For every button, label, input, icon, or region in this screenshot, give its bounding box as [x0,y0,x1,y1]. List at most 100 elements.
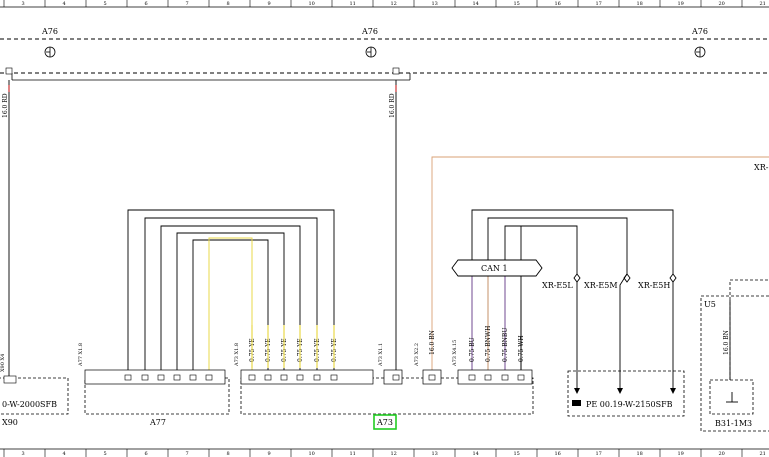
x90-component: 0-W-2000SFB X90 X90 X4 [0,354,69,427]
ruler-number: 19 [678,451,684,457]
x90-label: X90 [2,418,18,427]
ruler-number: 10 [309,451,315,457]
connector-pin [264,374,272,381]
ruler-number: 14 [473,451,479,457]
a77-a73-loops [127,209,335,370]
a77-component: A77 A77 X1.8 [78,343,230,427]
xr-e5h-label: XR-E5H [638,281,670,290]
ruler-number: 16 [555,1,561,7]
ruler-number: 9 [268,1,271,7]
ruler-number: 16 [555,451,561,457]
wire-can-label: 0.75 BU [469,337,476,362]
x90-ref-label: 0-W-2000SFB [2,400,57,409]
connector-pin [141,374,149,381]
a76-label-3: A76 [691,27,708,36]
ground-icon [726,392,738,403]
ruler-number: 21 [760,1,766,7]
a73-x18-label: A73 X1.8 [234,343,240,367]
connector-pin [280,374,288,381]
pe-reference-box: PE 00.19-W-2150SFB [567,370,685,417]
a77-connector-label: A77 X1.8 [78,343,84,367]
x90-connector-label: X90 X4 [0,354,6,372]
connector-pin [517,374,525,381]
u5-component: U5 16.0 BN B31-1M3 [700,279,769,432]
connector-pin [124,374,132,381]
ruler-number: 9 [268,451,271,457]
orange-wire: XR- 16.0 BN [429,156,769,370]
ruler-number: 15 [514,451,520,457]
pe-reference-label: PE 00.19-W-2150SFB [586,400,673,409]
ruler-number: 5 [104,451,107,457]
ruler-number: 4 [63,1,66,7]
connector-pin [248,374,256,381]
wire-a76-left-label: 16.0 RD [2,93,9,118]
connector-pin [392,374,400,381]
a76-bus: A76 A76 A76 [0,27,769,81]
connector-pin [313,374,321,381]
a76-feed-wires: 16.0 RD 16.0 RD [2,80,397,380]
a77-a73-yellow-loop [208,237,253,370]
connector-pin [428,374,436,381]
connector-pin [330,374,338,381]
ruler-number: 20 [719,1,725,7]
book-icon [572,400,581,406]
ruler-number: 12 [391,451,397,457]
xr-e5l-label: XR-E5L [542,281,573,290]
u5-label: U5 [704,300,716,309]
ruler-number: 3 [22,1,25,7]
connector-pin [501,374,509,381]
ruler-number: 6 [145,451,148,457]
ruler-number: 6 [145,1,148,7]
connector-pin [173,374,181,381]
wire-x22-label: 16.0 BN [429,330,436,355]
a73-x22-label: A73 X2.2 [414,343,420,367]
ruler-number: 5 [104,1,107,7]
a76-label-2: A76 [361,27,378,36]
a73-x11-label: A73 X1.1 [378,343,384,367]
ruler-number: 4 [63,451,66,457]
wire-can-label: 0.75 BNBU [502,328,509,362]
b31-label: B31-1M3 [715,419,752,428]
a76-symbol-icon [44,46,706,58]
wire-u5-label: 16.0 BN [723,330,730,355]
connector-pin [189,374,197,381]
xr-right-label: XR- [754,163,769,172]
ruler-number: 8 [227,1,230,7]
connector-pin [484,374,492,381]
a73-x415-label: A73 X4.15 [452,340,458,367]
ruler-number: 13 [432,1,438,7]
ruler-number: 19 [678,1,684,7]
ruler-number: 10 [309,1,315,7]
ruler-number: 15 [514,1,520,7]
ruler-number: 18 [637,1,643,7]
a73-component: A73 A73 X1.8 A73 X1.1 A73 X2.2 A73 X4.15 [234,340,534,430]
ruler-number: 3 [22,451,25,457]
connector-pin [205,374,213,381]
ruler-number: 18 [637,451,643,457]
can-1-bubble [451,259,543,277]
connector-pin [468,374,476,381]
ruler-number: 20 [719,451,725,457]
a73-label[interactable]: A73 [376,418,393,427]
ruler-number: 11 [350,451,356,457]
connector-pin [157,374,165,381]
wire-a76-mid-label: 16.0 RD [389,93,396,118]
connector-pin [296,374,304,381]
ruler-number: 7 [186,451,189,457]
a73-highlight-box[interactable] [373,414,397,430]
ruler-number: 17 [596,1,602,7]
ruler-number: 14 [473,1,479,7]
wire-can-label: 0.75 WH [518,335,525,362]
a76-label-1: A76 [41,27,58,36]
ruler-number: 21 [760,451,766,457]
yellow-wire-labels: 0.75 YE0.75 YE0.75 YE0.75 YE0.75 YE0.75 … [249,325,338,368]
ruler-number: 13 [432,451,438,457]
a77-label: A77 [149,418,166,427]
wire-can-label: 0.75 BNWH [485,326,492,362]
ruler-number: 8 [227,451,230,457]
ruler-number: 11 [350,1,356,7]
